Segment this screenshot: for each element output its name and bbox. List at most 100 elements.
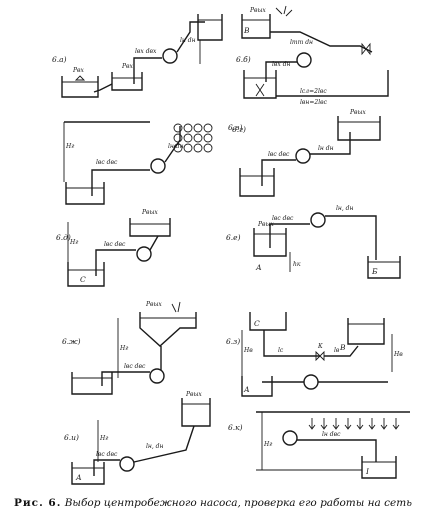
suction-pipe [91,169,150,196]
pressure-label: Рвых [145,301,162,308]
pipe-label: lвх dвх [135,48,157,55]
panel-tag: 6.з) [226,337,240,346]
panel-tag: 6.ж) [62,337,81,346]
tank [129,218,171,237]
suction-pipe [261,159,296,186]
height-label: Hг [119,345,128,352]
tank [249,312,287,331]
height-label: Hг [65,143,74,150]
panel-tag: 6.д) [56,233,71,242]
height-label: Hв [243,347,253,354]
tank-letter: Б [371,267,378,276]
panel-tag: 6.в) [228,123,243,132]
pipe-label: lн dн [180,37,196,44]
panel-6a: 6.а) Рвх Рвх lвх dвх lн dн [52,14,223,98]
pressure-label: Рвых [185,391,202,398]
pipe-label: lвс dвс [96,159,118,166]
suction-pipe [265,61,297,82]
pressure-label: Рвх [121,63,134,70]
spray-arrows [308,418,400,430]
pressure-label: Рвых [249,7,266,14]
suction-pipe [93,459,120,476]
pipe-label: lвс dвс [272,215,294,222]
pressure-label: Рвх [72,67,85,74]
discharge-pipe [164,126,181,163]
pump-icon [162,48,178,64]
tank [241,14,271,39]
pipe-label: lвс dвс [96,451,118,458]
panel-tag: 6.и) [64,433,79,442]
valve-label: К [317,343,323,350]
pipe [324,345,359,357]
panel-6zh: 6.ж) Рвых Hг lвс dвс [62,301,197,395]
panel-6d: 6.д) Hг Рвых С lвс dвс [56,209,171,287]
tank-letter: С [80,275,86,284]
panel-tag: 6.б) [236,55,251,64]
tank-letter: В [243,26,250,35]
pipe-label: lвс dвс [124,363,146,370]
panel-6z: 6.з) С Hв lc К lв Hв А В [226,312,403,397]
pipe-label: lн dн [168,143,184,150]
tank [243,70,277,99]
tank [361,456,397,479]
panel-tag: 6.а) [52,55,67,64]
valve-icon [361,42,371,56]
pump-icon [303,374,319,390]
pipe-label: lвх dн [272,61,291,68]
pump-icon [296,52,312,68]
nozzle-grid [173,123,213,153]
pipe-label: lвн=2lвс [300,99,328,106]
pipe-label: lн, dн [146,443,164,450]
pipe-label: lв [334,347,340,354]
spray-icon [275,5,293,17]
pump-icon [295,148,311,164]
suction-pipe [101,371,150,386]
pipe-label: lн dвс [322,431,341,438]
pump-icon [149,368,165,384]
pump-icon [119,456,135,472]
tank-letter: В [339,343,346,352]
pipe-label: lсл=2lвс [300,88,327,95]
pipe-label: lн dн [318,145,334,152]
discharge-pipe [133,425,195,463]
panel-6e: 6.е) Рвых А lвс dвс lн, dн hк Б [226,205,401,279]
discharge-pipe [270,31,373,53]
pipe-label: lmm dн [290,39,313,46]
height-label: Hг [69,239,78,246]
pressure-label: Рвых [141,209,158,216]
tank-letter: I [365,467,370,476]
panel-6b: 6.б) Рвых В lmm dн lвх dн lсл=2lвс lвн=2… [236,5,389,106]
suction-pipe [133,57,162,84]
tank [253,228,287,257]
pipe-label: lвс dвс [104,241,126,248]
pipe-label: lвс dвс [268,151,290,158]
height-label: hк [293,261,301,268]
tank [197,14,223,41]
pressure-label: Рвых [257,221,274,228]
tank [337,116,381,141]
caption-text: Выбор центробежного насоса, проверка его… [64,497,412,509]
pump-icon [282,430,298,446]
tank [367,256,401,279]
level-marker-icon [74,75,86,81]
return-pipe [276,70,389,97]
tank-letter: А [255,263,262,272]
tank [347,318,385,345]
suction-pipe [95,249,136,276]
pump-icon [310,212,326,228]
tank [241,376,273,397]
inlet-icon [255,83,265,97]
discharge-pipe [325,215,377,260]
spray-icon [171,301,181,313]
tank-letter: А [75,473,82,482]
pipe [263,330,320,357]
pipe-label: lc [278,347,284,354]
tank [61,76,99,98]
suction-pipe [297,439,377,462]
tank [239,168,275,197]
panel-tag: 6.к) [228,423,243,432]
pipe [93,83,113,93]
tank [71,372,113,395]
funnel-tank [139,312,197,347]
